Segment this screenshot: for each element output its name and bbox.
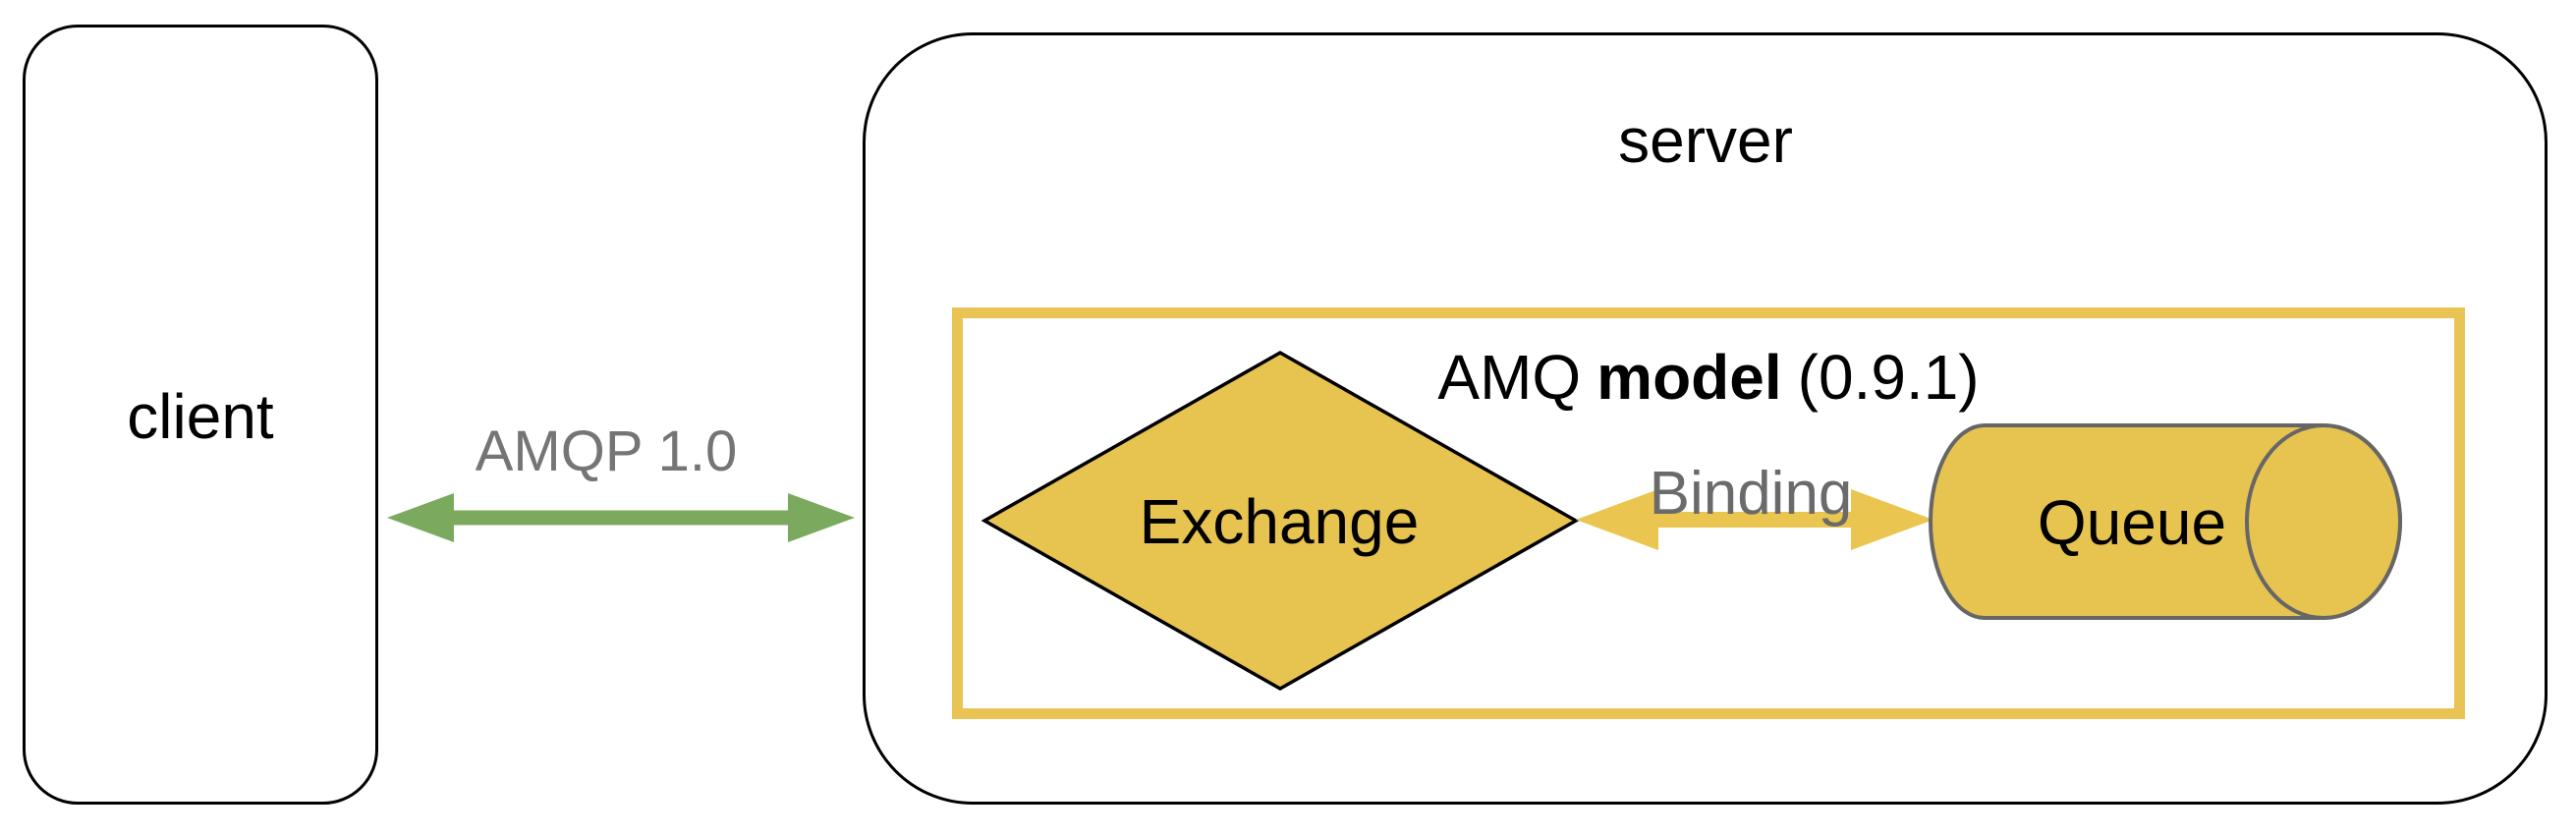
- exchange-diamond: [981, 350, 1579, 692]
- exchange-label: Exchange: [1139, 485, 1420, 557]
- amqp-arrow-label: AMQP 1.0: [475, 419, 738, 484]
- amq-model-label: AMQ model (0.9.1): [1437, 341, 1980, 413]
- amqp-double-arrow: [387, 493, 855, 542]
- client-node: [23, 25, 378, 805]
- amq-model-label-prefix: AMQ: [1437, 341, 1582, 413]
- binding-double-arrow: [1576, 489, 1933, 550]
- amq-model-container: [952, 307, 2465, 719]
- amq-model-label-bold: model: [1596, 341, 1782, 413]
- amq-model-label-suffix: (0.9.1): [1797, 341, 1980, 413]
- queue-label: Queue: [2037, 486, 2227, 558]
- server-node: [863, 32, 2548, 805]
- server-label: server: [1618, 104, 1793, 176]
- client-label: client: [127, 380, 274, 452]
- queue-cylinder: [1929, 423, 2402, 620]
- binding-arrow-label: Binding: [1649, 459, 1853, 528]
